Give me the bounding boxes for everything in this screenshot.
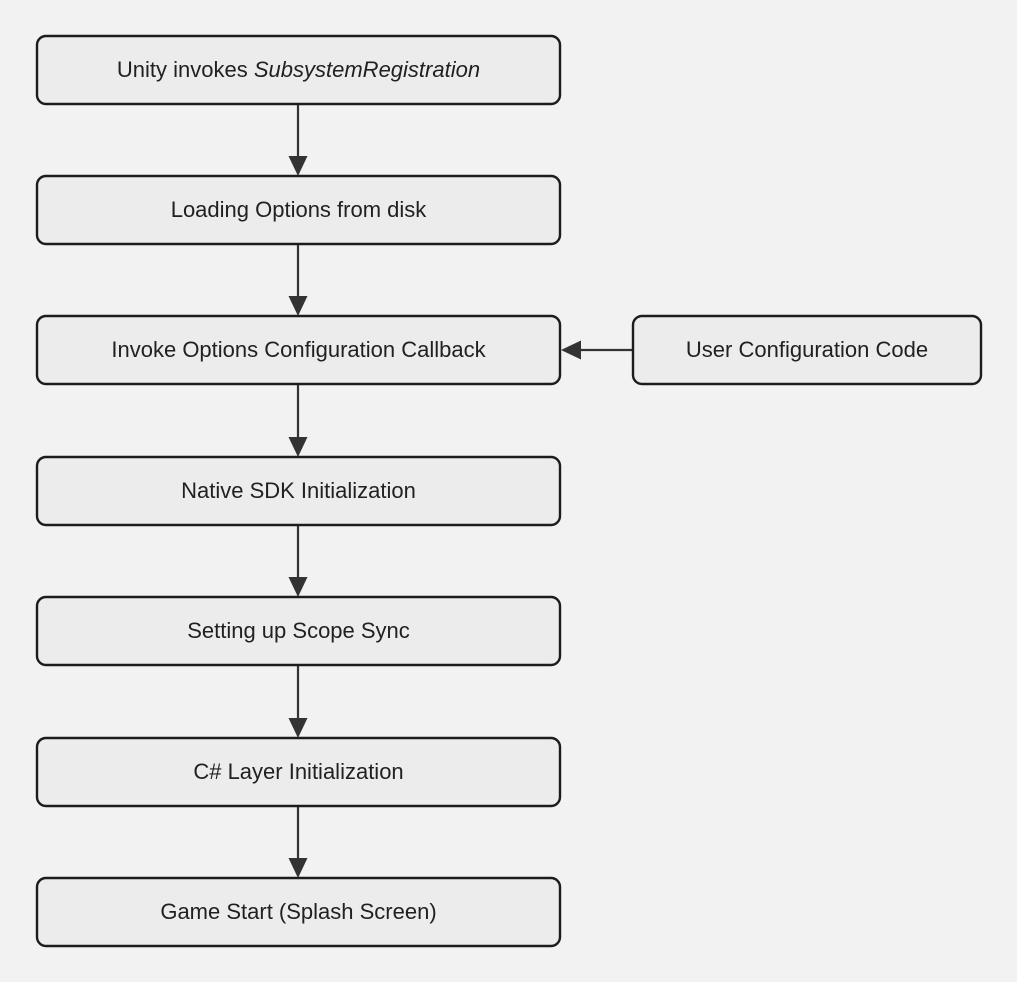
node-invoke-options-configuration-callback[interactable]: Invoke Options Configuration Callback bbox=[35, 314, 562, 386]
node-shape[interactable] bbox=[35, 455, 562, 527]
node-shape[interactable] bbox=[35, 314, 562, 386]
node-label: User Configuration Code bbox=[686, 337, 928, 362]
node-label: Game Start (Splash Screen) bbox=[160, 899, 436, 924]
arrowhead-icon bbox=[288, 156, 308, 176]
node-group: Unity invokes SubsystemRegistration Load… bbox=[35, 34, 983, 948]
node-label: C# Layer Initialization bbox=[193, 759, 403, 784]
node-shape[interactable] bbox=[35, 595, 562, 667]
arrowhead-icon bbox=[288, 577, 308, 597]
node-user-configuration-code[interactable]: User Configuration Code bbox=[631, 314, 983, 386]
edge-n8-n3 bbox=[561, 340, 633, 360]
node-label: Unity invokes SubsystemRegistration bbox=[117, 57, 480, 82]
edge-n4-n5 bbox=[288, 525, 308, 597]
node-unity-invokes-subsystemregistration[interactable]: Unity invokes SubsystemRegistration bbox=[35, 34, 562, 106]
node-shape[interactable] bbox=[631, 314, 983, 386]
edge-n2-n3 bbox=[288, 244, 308, 316]
node-csharp-layer-initialization[interactable]: C# Layer Initialization bbox=[35, 736, 562, 808]
node-shape[interactable] bbox=[35, 174, 562, 246]
node-label-plain: Unity invokes bbox=[117, 57, 254, 82]
node-label: Invoke Options Configuration Callback bbox=[111, 337, 486, 362]
node-label: Native SDK Initialization bbox=[181, 478, 416, 503]
node-shape[interactable] bbox=[35, 876, 562, 948]
edge-n3-n4 bbox=[288, 384, 308, 457]
arrowhead-icon bbox=[288, 858, 308, 878]
node-loading-options-from-disk[interactable]: Loading Options from disk bbox=[35, 174, 562, 246]
node-shape[interactable] bbox=[35, 34, 562, 106]
edge-group bbox=[288, 104, 633, 878]
edge-n5-n6 bbox=[288, 665, 308, 738]
node-label: Loading Options from disk bbox=[171, 197, 428, 222]
node-label: Setting up Scope Sync bbox=[187, 618, 410, 643]
arrowhead-icon bbox=[288, 296, 308, 316]
node-game-start-splash-screen[interactable]: Game Start (Splash Screen) bbox=[35, 876, 562, 948]
edge-n6-n7 bbox=[288, 806, 308, 878]
node-shape[interactable] bbox=[35, 736, 562, 808]
node-native-sdk-initialization[interactable]: Native SDK Initialization bbox=[35, 455, 562, 527]
arrowhead-icon bbox=[288, 437, 308, 457]
node-label-emphasis: SubsystemRegistration bbox=[254, 57, 480, 82]
arrowhead-icon bbox=[288, 718, 308, 738]
arrowhead-icon bbox=[561, 340, 581, 360]
edge-n1-n2 bbox=[288, 104, 308, 176]
node-setting-up-scope-sync[interactable]: Setting up Scope Sync bbox=[35, 595, 562, 667]
